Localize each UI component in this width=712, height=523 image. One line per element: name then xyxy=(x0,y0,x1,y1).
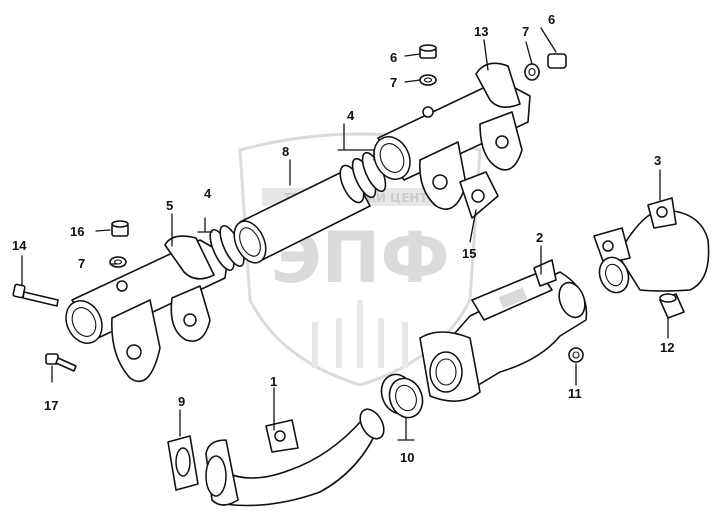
pipe-2 xyxy=(419,259,588,402)
callout-10: 10 xyxy=(400,450,414,465)
callout-4-left: 4 xyxy=(204,186,212,201)
left-manifold-tube xyxy=(65,235,229,383)
callout-7-top: 7 xyxy=(390,75,397,90)
gasket-15 xyxy=(459,171,499,219)
leader-lines xyxy=(21,27,669,441)
bolt-17 xyxy=(45,353,77,372)
callout-14: 14 xyxy=(12,238,27,253)
bolt-14 xyxy=(12,283,59,307)
callout-9: 9 xyxy=(178,394,185,409)
callout-1: 1 xyxy=(270,374,277,389)
callout-6-top: 6 xyxy=(390,50,397,65)
callout-3: 3 xyxy=(654,153,661,168)
elbow-1 xyxy=(205,408,385,507)
plug-6-top xyxy=(419,44,437,59)
callout-12: 12 xyxy=(660,340,674,355)
callout-8: 8 xyxy=(282,144,289,159)
connector-pipe xyxy=(233,164,371,264)
plug-6-right xyxy=(547,53,567,69)
seal-rings-right xyxy=(351,151,387,199)
seal-rings-left xyxy=(209,224,245,272)
washer-7-right xyxy=(524,63,540,81)
washer-7-left xyxy=(109,256,127,268)
callout-5: 5 xyxy=(166,198,173,213)
ring-10 xyxy=(380,373,424,419)
callout-16: 16 xyxy=(70,224,84,239)
callout-11: 11 xyxy=(568,386,582,401)
gasket-9 xyxy=(167,435,199,491)
callout-2: 2 xyxy=(536,230,543,245)
plug-16 xyxy=(111,220,129,237)
wheat-ears-icon xyxy=(312,300,408,368)
callout-13: 13 xyxy=(474,24,488,39)
callout-6-right: 6 xyxy=(548,12,555,27)
callout-7-right: 7 xyxy=(522,24,529,39)
sleeve-12 xyxy=(659,293,685,319)
callout-7-left: 7 xyxy=(78,256,85,271)
nut-11 xyxy=(568,347,584,363)
washer-7-top xyxy=(419,74,437,86)
callout-15: 15 xyxy=(462,246,476,261)
elbow-3 xyxy=(593,197,710,294)
callout-17: 17 xyxy=(44,398,58,413)
callout-4-right: 4 xyxy=(347,108,355,123)
callout-labels: 1 2 3 4 4 5 6 6 7 7 7 8 9 10 11 12 13 14… xyxy=(12,12,674,465)
